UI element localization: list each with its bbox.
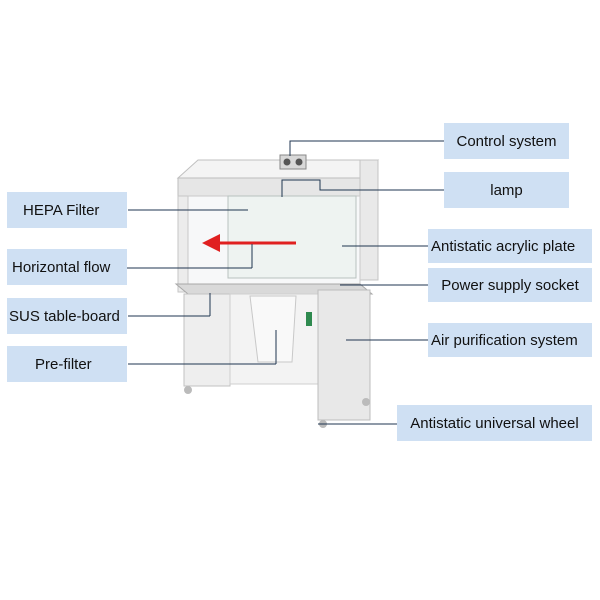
flow-arrow [202,234,296,252]
wheel [184,386,192,394]
leader-lines [126,140,444,425]
acrylic-plate [227,195,357,279]
label-pre-filter: Pre-filter [7,346,127,382]
label-air-purification-system: Air purification system [428,323,592,357]
control-panel [279,154,307,170]
pre-filter-panel [249,295,297,363]
label-antistatic-acrylic-plate: Antistatic acrylic plate [428,229,592,263]
label-hepa-filter: HEPA Filter [7,192,127,228]
label-power-supply-socket: Power supply socket [428,268,592,302]
label-horizontal-flow: Horizontal flow [7,249,127,285]
label-lamp: lamp [444,172,569,208]
wheel [362,398,370,406]
label-sus-table-board: SUS table-board [7,298,127,334]
label-antistatic-universal-wheel: Antistatic universal wheel [397,405,592,441]
label-control-system: Control system [444,123,569,159]
